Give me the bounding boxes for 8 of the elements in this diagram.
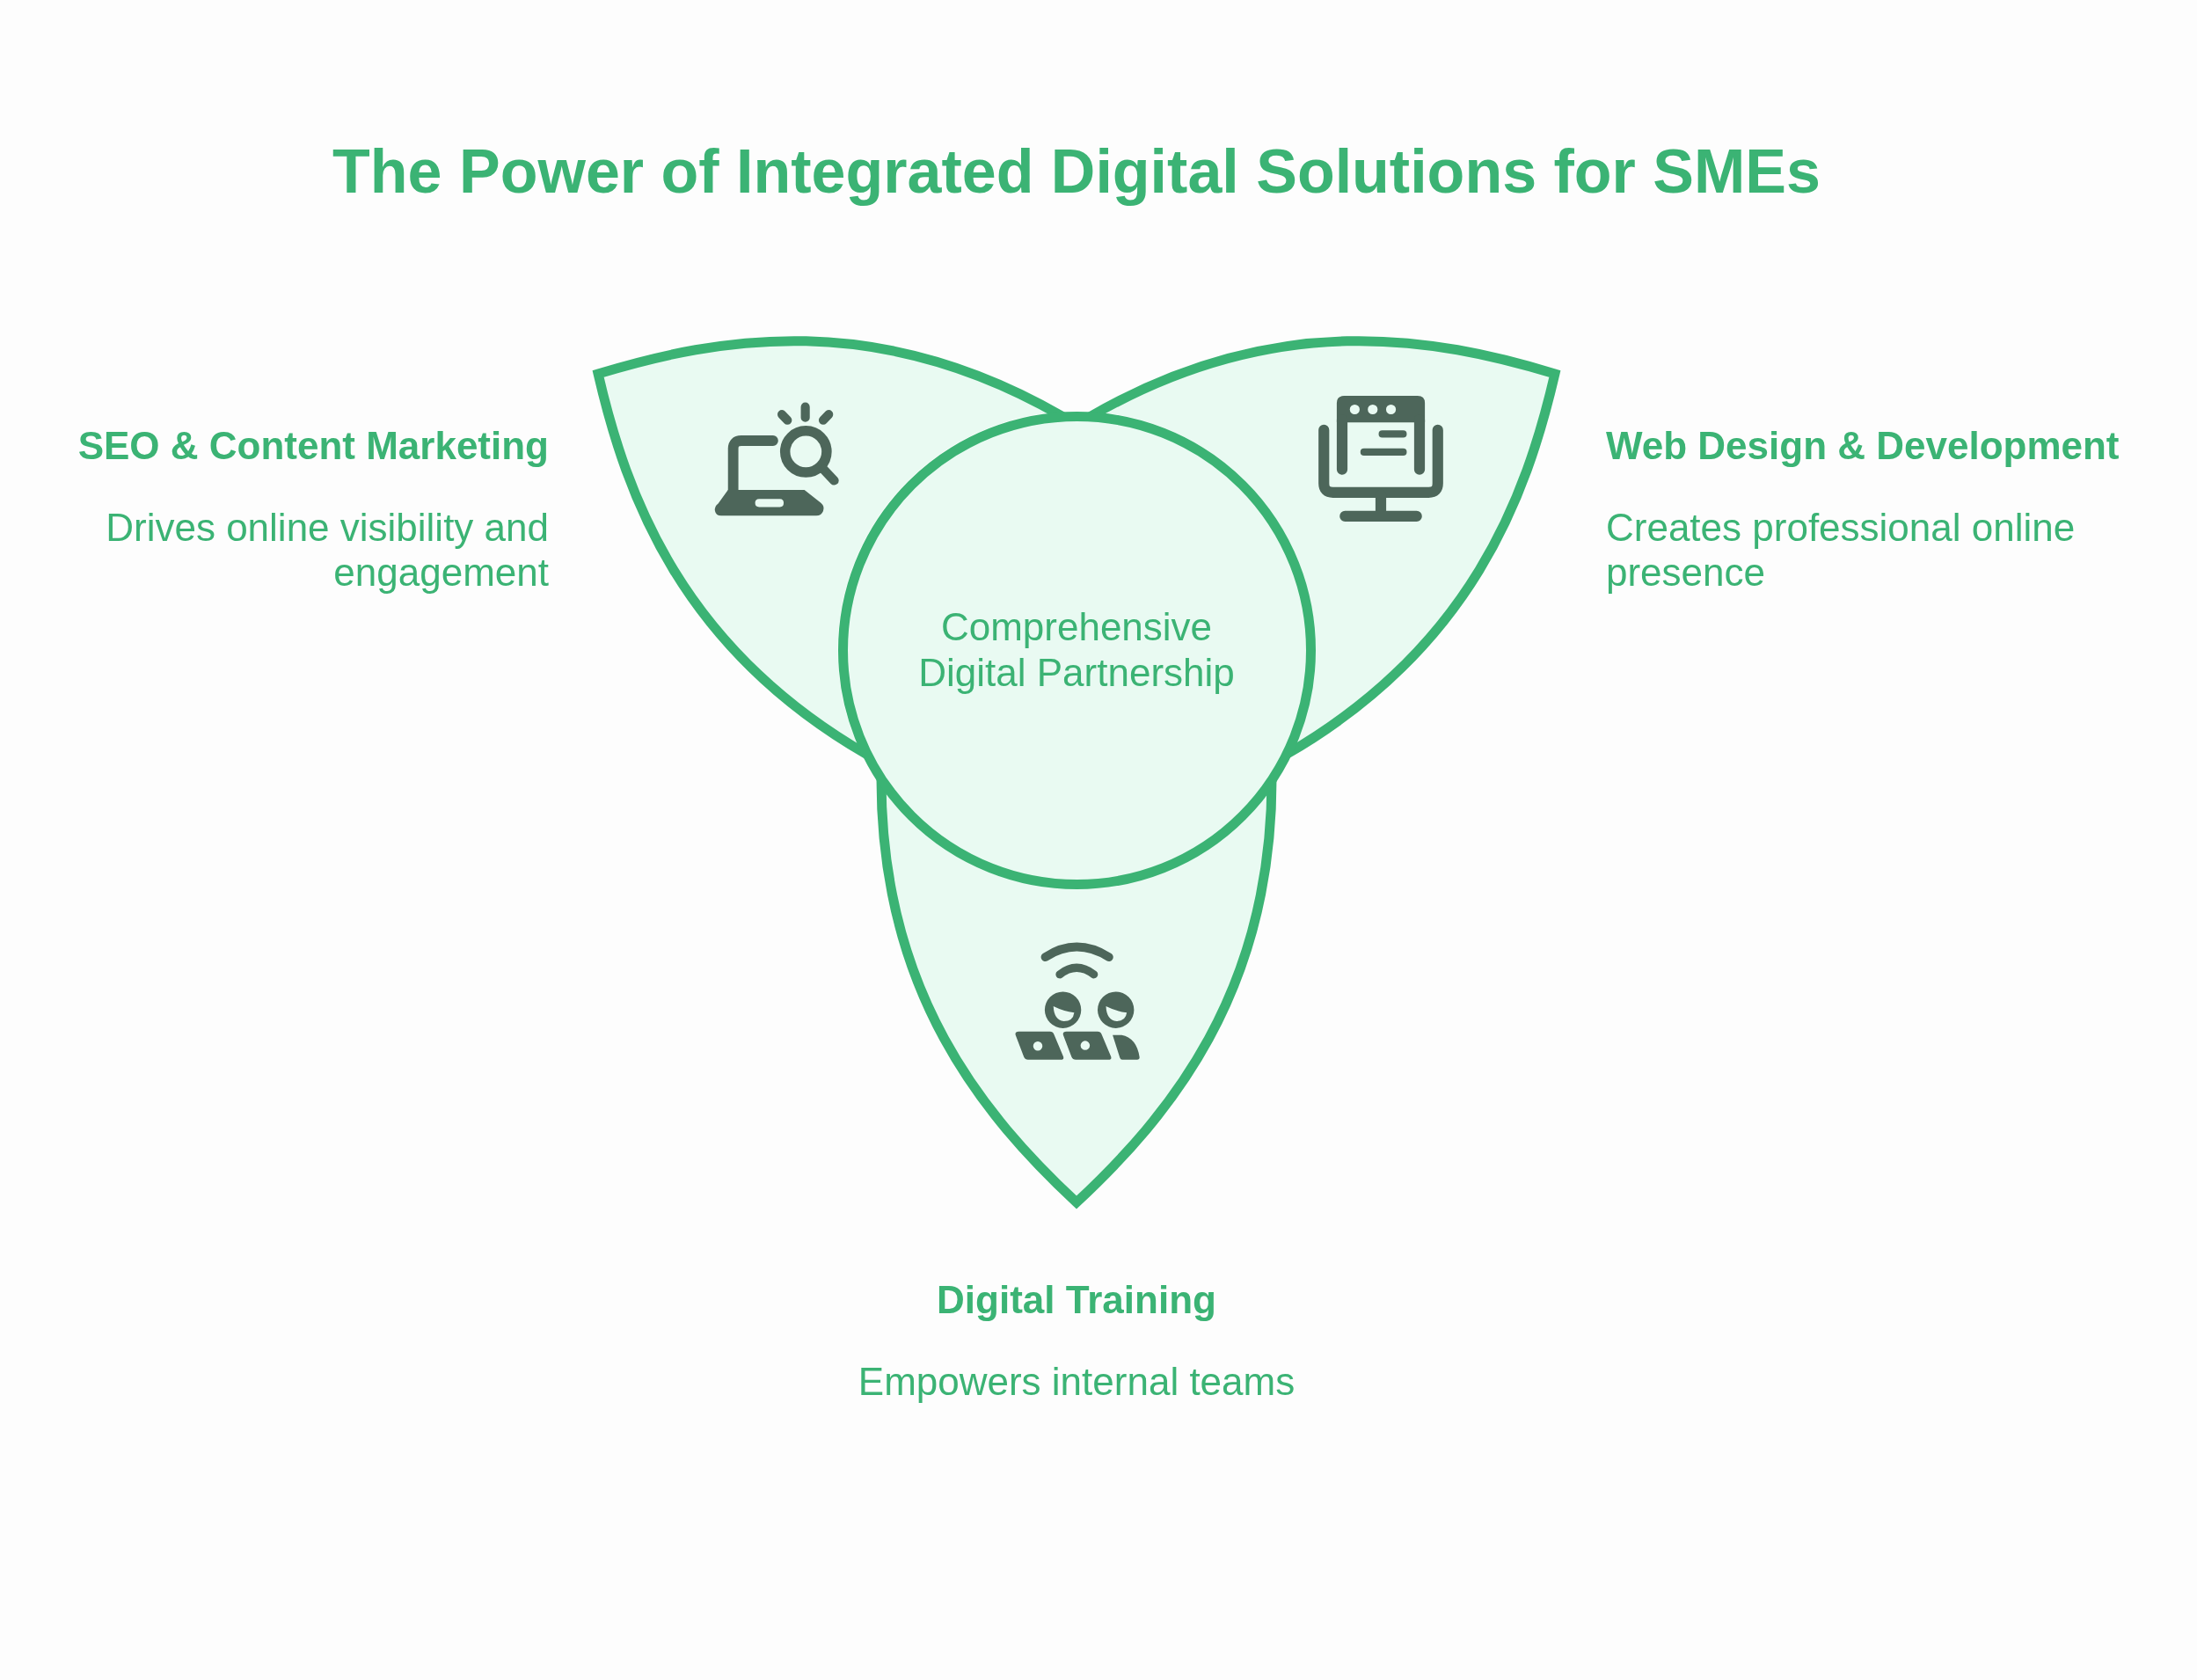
- section-description: Drives online visibility and engagement: [105, 505, 549, 595]
- diagram-title: The Power of Integrated Digital Solutions for SMEs: [332, 136, 1821, 207]
- circle-label: Comprehensive Digital Partnership: [917, 604, 1236, 696]
- section-heading: Web Design & Development: [1606, 423, 2120, 469]
- section-heading: Digital Training: [937, 1277, 1216, 1323]
- section-description: Creates professional online presence: [1606, 505, 2077, 595]
- section-heading: SEO & Content Marketing: [77, 423, 549, 469]
- section-description: Empowers internal teams: [858, 1359, 1296, 1404]
